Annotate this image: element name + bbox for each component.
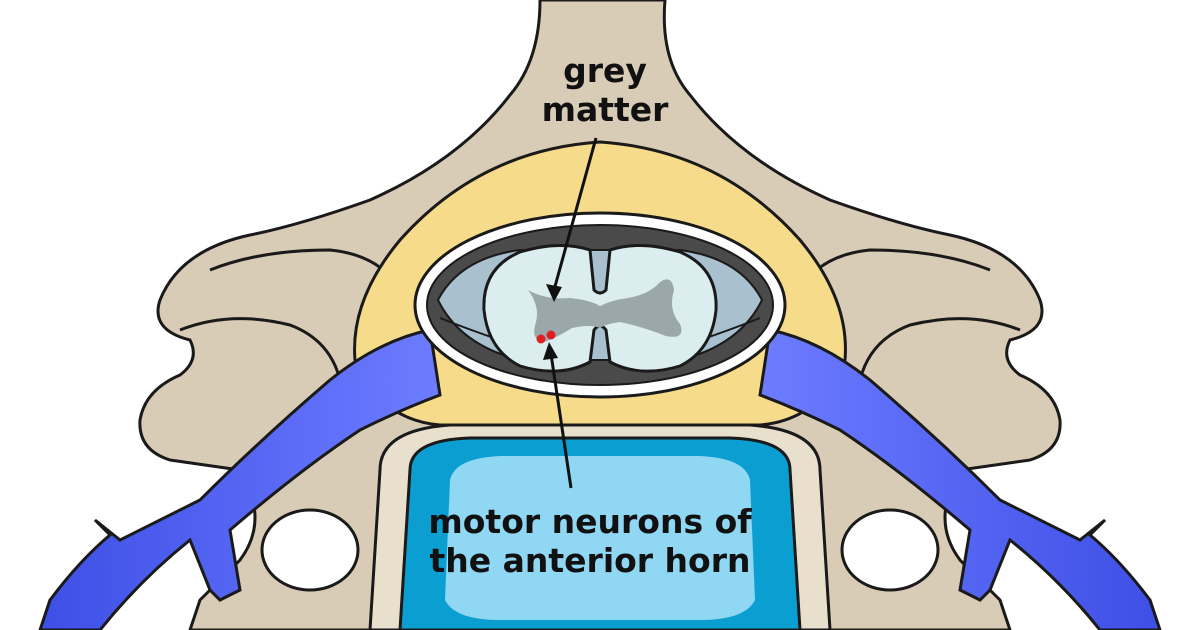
right-foramen <box>840 508 940 592</box>
motor-neuron-dot-2 <box>546 330 556 340</box>
motor-neuron-arrow-line <box>549 353 573 489</box>
left-nerve-root <box>38 328 442 630</box>
intervertebral-disc-inner <box>445 456 755 620</box>
left-foramen <box>260 508 360 592</box>
motor-neuron-arrowhead <box>543 342 558 360</box>
grey-matter-label: grey matter <box>520 51 690 130</box>
grey-matter-label-line1: grey <box>563 51 647 90</box>
grey-matter-arrowhead <box>546 284 562 302</box>
right-nerve-root <box>758 328 1162 630</box>
left-lamina-contour <box>179 317 342 381</box>
grey-matter-arrow-line <box>552 137 598 291</box>
grey-matter-shape <box>528 279 682 342</box>
motor-neuron-dot-1 <box>536 334 546 344</box>
motor-neurons-label-line1: motor neurons of <box>428 502 752 541</box>
motor-neurons-label: motor neurons of the anterior horn <box>420 502 760 581</box>
motor-neurons-label-line2: the anterior horn <box>429 540 751 580</box>
grey-matter-label-line2: matter <box>541 89 669 129</box>
right-lamina-contour <box>858 317 1021 381</box>
